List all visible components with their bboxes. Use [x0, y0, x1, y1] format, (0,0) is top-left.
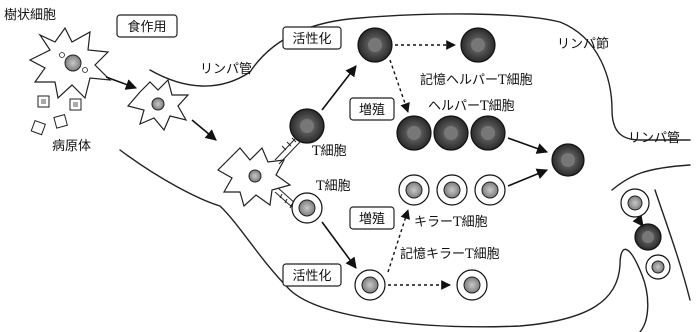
killer-cell-group — [399, 175, 505, 205]
label-t-cell-bottom: T細胞 — [316, 179, 351, 194]
label-memory-killer-t: 記憶キラーT細胞 — [400, 246, 500, 262]
memory-helper-cell — [461, 28, 495, 62]
vessel-killer-cell-2 — [646, 255, 670, 279]
label-helper-t: ヘルパーT細胞 — [428, 99, 515, 114]
box-proliferation-top: 増殖 — [350, 98, 394, 120]
pathogens — [31, 96, 81, 135]
killer-t-cell — [292, 193, 322, 223]
label-pathogen: 病原体 — [52, 139, 91, 154]
box-activation-top: 活性化 — [283, 27, 341, 49]
svg-text:食作用: 食作用 — [127, 19, 166, 35]
memory-killer-cell — [457, 270, 487, 300]
svg-text:活性化: 活性化 — [292, 32, 331, 47]
activated-helper-cell — [358, 28, 392, 62]
helper-cell-group — [397, 116, 505, 150]
box-phagocytosis: 食作用 — [117, 15, 177, 37]
box-proliferation-bottom: 増殖 — [350, 207, 394, 229]
svg-text:増殖: 増殖 — [359, 211, 385, 227]
helper-t-cell — [290, 109, 324, 143]
label-lymph-vessel-right: リンパ管 — [628, 131, 680, 146]
dendritic-cell-vessel — [128, 80, 188, 130]
dendritic-cell-large — [30, 28, 110, 98]
svg-text:増殖: 増殖 — [359, 102, 385, 118]
label-dendritic-cell: 樹状細胞 — [4, 8, 56, 23]
exiting-helper-cell — [552, 144, 584, 176]
activated-killer-cell — [355, 270, 385, 300]
dendritic-cell-presenting — [218, 148, 290, 206]
label-lymph-vessel-top: リンパ管 — [200, 62, 252, 77]
label-t-cell-top: T細胞 — [312, 144, 347, 159]
vessel-killer-cell-1 — [621, 189, 649, 217]
vessel-helper-cell — [635, 224, 661, 250]
label-killer-t: キラーT細胞 — [414, 215, 488, 230]
svg-text:活性化: 活性化 — [292, 269, 331, 284]
box-activation-bottom: 活性化 — [283, 264, 341, 286]
label-memory-helper-t: 記憶ヘルパーT細胞 — [420, 72, 533, 88]
label-lymph-node: リンパ節 — [557, 37, 609, 52]
